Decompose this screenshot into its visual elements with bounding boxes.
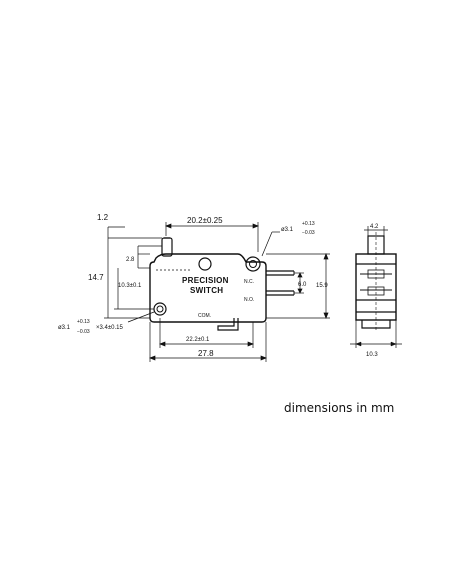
dim-hole-top-dia: ø3.1 <box>281 227 294 233</box>
dim-body-height: 15.9 <box>316 283 328 289</box>
terminal-nc-label: N.C. <box>244 279 254 285</box>
terminal-no-label: N.O. <box>244 297 254 303</box>
dim-hole-bottom-depth: ×3.4±0.15 <box>96 325 123 331</box>
dim-hole-bottom-dia: ø3.1 <box>58 325 71 331</box>
dim-side-button-width: 4.2 <box>370 224 379 230</box>
caption: dimensions in mm <box>284 401 395 415</box>
terminal-nc <box>266 270 295 276</box>
dim-side-body-width: 10.3 <box>366 352 378 358</box>
body-label-line2: SWITCH <box>190 286 223 295</box>
dim-body-length: 27.8 <box>198 349 214 358</box>
dimension-lines <box>104 222 330 362</box>
terminal-no <box>266 290 295 296</box>
terminal-com-label: COM. <box>198 313 211 319</box>
dim-hole-offset: 10.3±0.1 <box>118 283 142 289</box>
side-view <box>350 226 402 348</box>
body-label-line1: PRECISION <box>182 276 229 285</box>
dim-hole-bottom-tol-minus: −0.03 <box>77 329 90 335</box>
dim-overall-height: 14.7 <box>88 273 104 282</box>
mounting-hole-right <box>245 256 261 272</box>
dim-terminal-pitch: 6.0 <box>298 282 307 288</box>
dim-overall-width-top: 20.2±0.25 <box>187 216 223 225</box>
dim-hole-spacing: 22.2±0.1 <box>186 337 210 343</box>
dim-lever-rise: 2.8 <box>126 257 135 263</box>
dim-hole-top-tol-plus: +0.13 <box>302 221 315 227</box>
mounting-hole-bottom <box>153 302 167 316</box>
dim-hole-bottom-tol-plus: +0.13 <box>77 319 90 325</box>
terminal-com <box>217 318 239 331</box>
mounting-hole-top <box>198 257 212 271</box>
dim-hole-top-tol-minus: −0.03 <box>302 230 315 236</box>
dim-lever-offset: 1.2 <box>97 213 109 222</box>
